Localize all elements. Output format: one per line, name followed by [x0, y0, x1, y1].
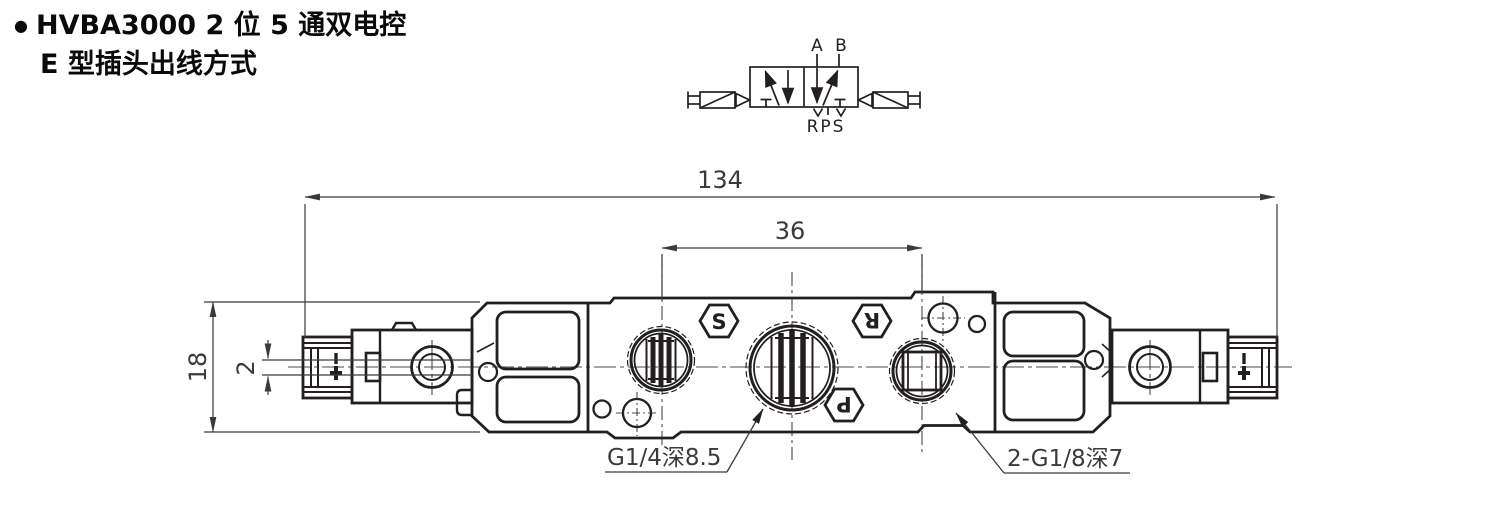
- schematic-rps-label: RPS: [807, 117, 846, 137]
- left-boss-inner: [418, 353, 446, 381]
- dimension-2-value: 2: [232, 360, 260, 375]
- pin-hole-top-right: [967, 314, 987, 334]
- port-s: [626, 325, 696, 395]
- thread-label-sides: 2-G1/8深7: [1007, 446, 1123, 472]
- port-r: [888, 337, 956, 405]
- hex-tag-s: [698, 303, 740, 339]
- schematic-port-a-label: A: [811, 36, 823, 56]
- title-line-1: HVBA3000 2 位 5 通双电控: [35, 10, 407, 41]
- schematic-blocked-port-right: [834, 98, 846, 107]
- schematic-port-b-label: B: [835, 36, 847, 56]
- left-cable-gland: [390, 321, 418, 331]
- left-solenoid-assembly: [301, 321, 474, 405]
- port-tags: S R P: [698, 303, 893, 423]
- hex-tag-r: [851, 303, 893, 339]
- schematic-solenoid-right: [856, 91, 921, 109]
- port-s-label: S: [711, 310, 726, 334]
- valve-body: [455, 290, 1113, 440]
- title-line-2: E 型插头出线方式: [40, 49, 257, 81]
- left-plug-cross-icon: [330, 366, 342, 380]
- mounting-hole-bottom-left: [621, 397, 653, 429]
- right-plug-cross-icon: [1238, 366, 1250, 380]
- schematic-blocked-port-left: [760, 98, 772, 107]
- port-r-label: R: [864, 308, 880, 332]
- schematic-exhaust-s: [835, 108, 847, 118]
- mounting-hole-top-right: [927, 302, 959, 334]
- dimension-2: [262, 340, 472, 395]
- right-solenoid-assembly: [1110, 328, 1279, 405]
- dimension-36: [661, 244, 923, 300]
- left-plug-connector: [301, 335, 354, 400]
- left-coil-plate-top: [495, 310, 581, 371]
- dimension-134: [304, 193, 1278, 338]
- left-boss-outer: [410, 345, 454, 389]
- right-coil-plate-bottom: [1002, 359, 1086, 422]
- drawing-title: ● HVBA3000 2 位 5 通双电控 E 型插头出线方式: [14, 6, 406, 84]
- right-coil-plate-top: [1002, 310, 1086, 358]
- pin-hole-bottom-left: [592, 399, 612, 419]
- port-p: [745, 321, 839, 415]
- right-screw-hole: [1083, 349, 1105, 371]
- right-plug-connector: [1226, 335, 1279, 400]
- schematic-symbol: [687, 54, 921, 118]
- dimension-18: [204, 301, 480, 433]
- dimension-18-value: 18: [184, 352, 212, 383]
- dimension-36-value: 36: [775, 217, 806, 245]
- port-p-label: P: [836, 392, 851, 416]
- bullet-icon: ●: [14, 15, 28, 35]
- thread-label-center: G1/4深8.5: [607, 445, 721, 471]
- left-coil-plate-bottom: [495, 375, 581, 424]
- schematic-exhaust-r: [812, 108, 824, 118]
- mounting-holes: [592, 302, 987, 429]
- callout-side-ports: 2-G1/8深7: [955, 412, 1130, 474]
- schematic-solenoid-left: [687, 91, 752, 109]
- hex-tag-p: [823, 387, 865, 423]
- callout-center-port: G1/4深8.5: [605, 408, 764, 473]
- left-screw-hole: [477, 361, 499, 383]
- right-slot: [1201, 351, 1219, 383]
- body-outline: [470, 290, 1112, 440]
- right-boss-outer: [1128, 345, 1172, 389]
- right-boss-inner: [1136, 353, 1164, 381]
- dimension-134-value: 134: [697, 166, 743, 194]
- left-slot: [364, 351, 382, 383]
